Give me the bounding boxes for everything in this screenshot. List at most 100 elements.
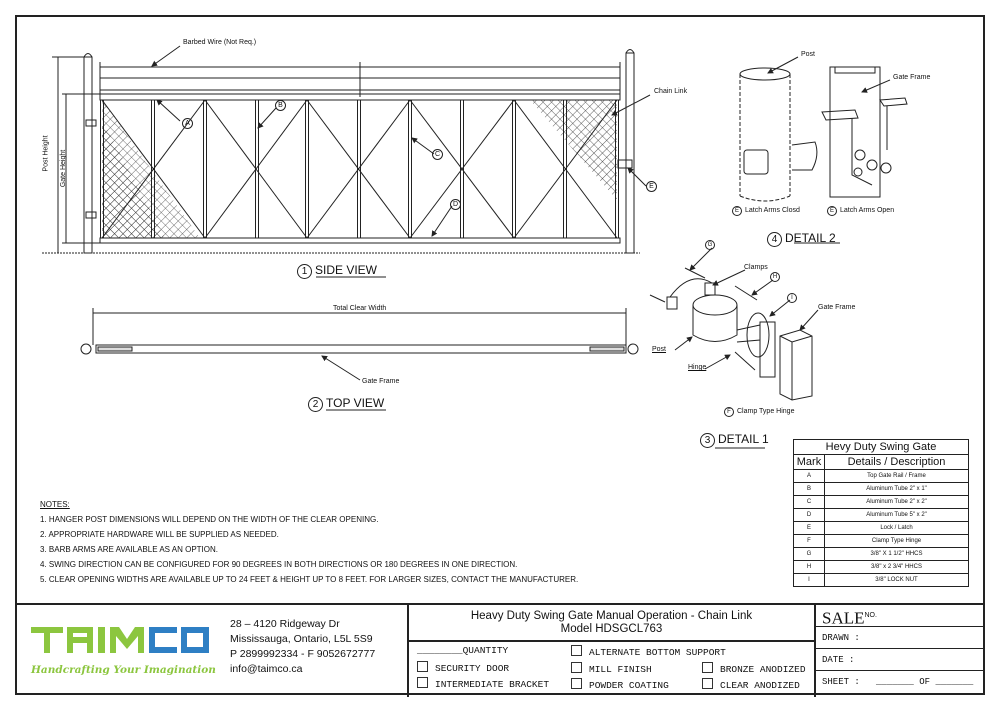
part-mark: C — [793, 495, 825, 509]
gate-vertical — [563, 99, 567, 239]
sheet-field: SHEET : _______ OF _______ — [822, 677, 974, 687]
option-alternate-bottom-support[interactable]: ALTERNATE BOTTOM SUPPORT — [571, 645, 726, 658]
checkbox[interactable] — [417, 677, 428, 688]
x-brace — [306, 99, 411, 239]
note-item: 1. HANGER POST DIMENSIONS WILL DEPEND ON… — [40, 515, 379, 524]
checkbox[interactable] — [571, 662, 582, 673]
detail2-gate-frame-label: Gate Frame — [893, 74, 931, 81]
note-item: 4. SWING DIRECTION CAN BE CONFIGURED FOR… — [40, 560, 518, 569]
part-mark: I — [793, 573, 825, 587]
gate-vertical — [151, 99, 155, 239]
part-mark: D — [793, 508, 825, 522]
checkbox[interactable] — [702, 678, 713, 689]
part-description: Top Gate Rail / Frame — [824, 469, 969, 483]
detail2-post-label: Post — [801, 51, 816, 58]
gate-vertical — [357, 99, 361, 239]
x-brace — [409, 99, 515, 239]
option-intermediate-bracket[interactable]: INTERMEDIATE BRACKET — [417, 677, 549, 690]
mark-e: E — [646, 181, 657, 192]
top-view-gate — [80, 308, 639, 411]
checkbox[interactable] — [702, 662, 713, 673]
part-mark: A — [793, 469, 825, 483]
model-number: Model HDSGCL763 — [560, 623, 663, 635]
part-description: 3/8" X 1 1/2" HHCS — [824, 547, 969, 561]
gate-vertical — [460, 99, 464, 239]
part-mark: F — [793, 534, 825, 548]
detail1-hinge-label: Hinge — [688, 364, 707, 371]
chain-link-label: Chain Link — [654, 88, 688, 95]
drawing-sheet-border — [15, 15, 985, 695]
part-mark: G — [793, 547, 825, 561]
part-description: 3/8" x 2 3/4" HHCS — [824, 560, 969, 574]
gate-vertical — [512, 99, 516, 239]
gate-vertical — [305, 99, 309, 239]
company-email: info@taimco.ca — [230, 663, 303, 675]
option-mill-finish[interactable]: MILL FINISH — [571, 662, 652, 675]
part-description: Clamp Type Hinge — [824, 534, 969, 548]
checkbox[interactable] — [571, 678, 582, 689]
option-security-door[interactable]: SECURITY DOOR — [417, 661, 509, 674]
mark-g: G — [705, 240, 715, 250]
mark-a: A — [182, 118, 193, 129]
barbed-wire-label: Barbed Wire (Not Req.) — [183, 39, 257, 46]
note-item: 3. BARB ARMS ARE AVAILABLE AS AN OPTION. — [40, 545, 218, 554]
part-mark: E — [793, 521, 825, 535]
company-address: 28 – 4120 Ridgeway Dr Mississauga, Ontar… — [230, 618, 376, 675]
part-description: Aluminum Tube 5" x 2" — [824, 508, 969, 522]
notes: NOTES: 1. HANGER POST DIMENSIONS WILL DE… — [40, 497, 578, 587]
checkbox[interactable] — [417, 661, 428, 672]
part-mark: H — [793, 560, 825, 574]
logo-wordmark — [31, 627, 209, 653]
mark-c: C — [432, 149, 443, 160]
option-clear-anodized[interactable]: CLEAR ANODIZED — [702, 678, 800, 691]
x-brace — [204, 99, 308, 239]
description-header: Details / Description — [824, 454, 969, 470]
note-item: 5. CLEAR OPENING WIDTHS ARE AVAILABLE UP… — [40, 575, 579, 584]
title-block: Handcrafting Your Imagination 28 – 4120 … — [15, 603, 985, 697]
part-mark: B — [793, 482, 825, 496]
sale-no-field: SALENO. — [814, 605, 985, 628]
option-bronze-anodized[interactable]: BRONZE ANODIZED — [702, 662, 806, 675]
logo-tagline: Handcrafting Your Imagination — [31, 664, 216, 676]
detail1-hinge-drawing — [649, 247, 819, 449]
taimco-logo: Handcrafting Your Imagination — [31, 625, 216, 676]
mark-b: B — [275, 100, 286, 111]
title-block-right: SALENO. DRAWN : DATE : SHEET : _______ O… — [814, 605, 985, 697]
note-item: 2. APPROPRIATE HARDWARE WILL BE SUPPLIED… — [40, 530, 279, 539]
mark-i: I — [787, 293, 797, 303]
detail2-latch-drawing — [739, 56, 908, 244]
total-clear-width-label: Total Clear Width — [330, 305, 390, 312]
mark-h: H — [770, 272, 780, 282]
clamps-label: Clamps — [744, 264, 768, 271]
part-description: Aluminum Tube 2" x 1" — [824, 482, 969, 496]
date-field: DATE : — [814, 649, 985, 671]
title-block-center: Heavy Duty Swing Gate Manual Operation -… — [407, 605, 816, 697]
drawing-title: Heavy Duty Swing Gate Manual Operation -… — [470, 610, 753, 622]
detail1-gate-frame-label: Gate Frame — [818, 304, 856, 311]
notes-heading: NOTES: — [40, 500, 70, 509]
option-powder-coating[interactable]: POWDER COATING — [571, 678, 669, 691]
checkbox[interactable] — [571, 645, 582, 656]
side-view-gate — [42, 45, 651, 278]
part-description: Aluminum Tube 2" x 2" — [824, 495, 969, 509]
quantity-field[interactable]: ________QUANTITY — [417, 645, 509, 656]
gate-height-label: Gate Height — [60, 149, 68, 188]
post-height-label: Post Height — [42, 135, 50, 172]
detail1-post-label: Post — [652, 346, 667, 353]
